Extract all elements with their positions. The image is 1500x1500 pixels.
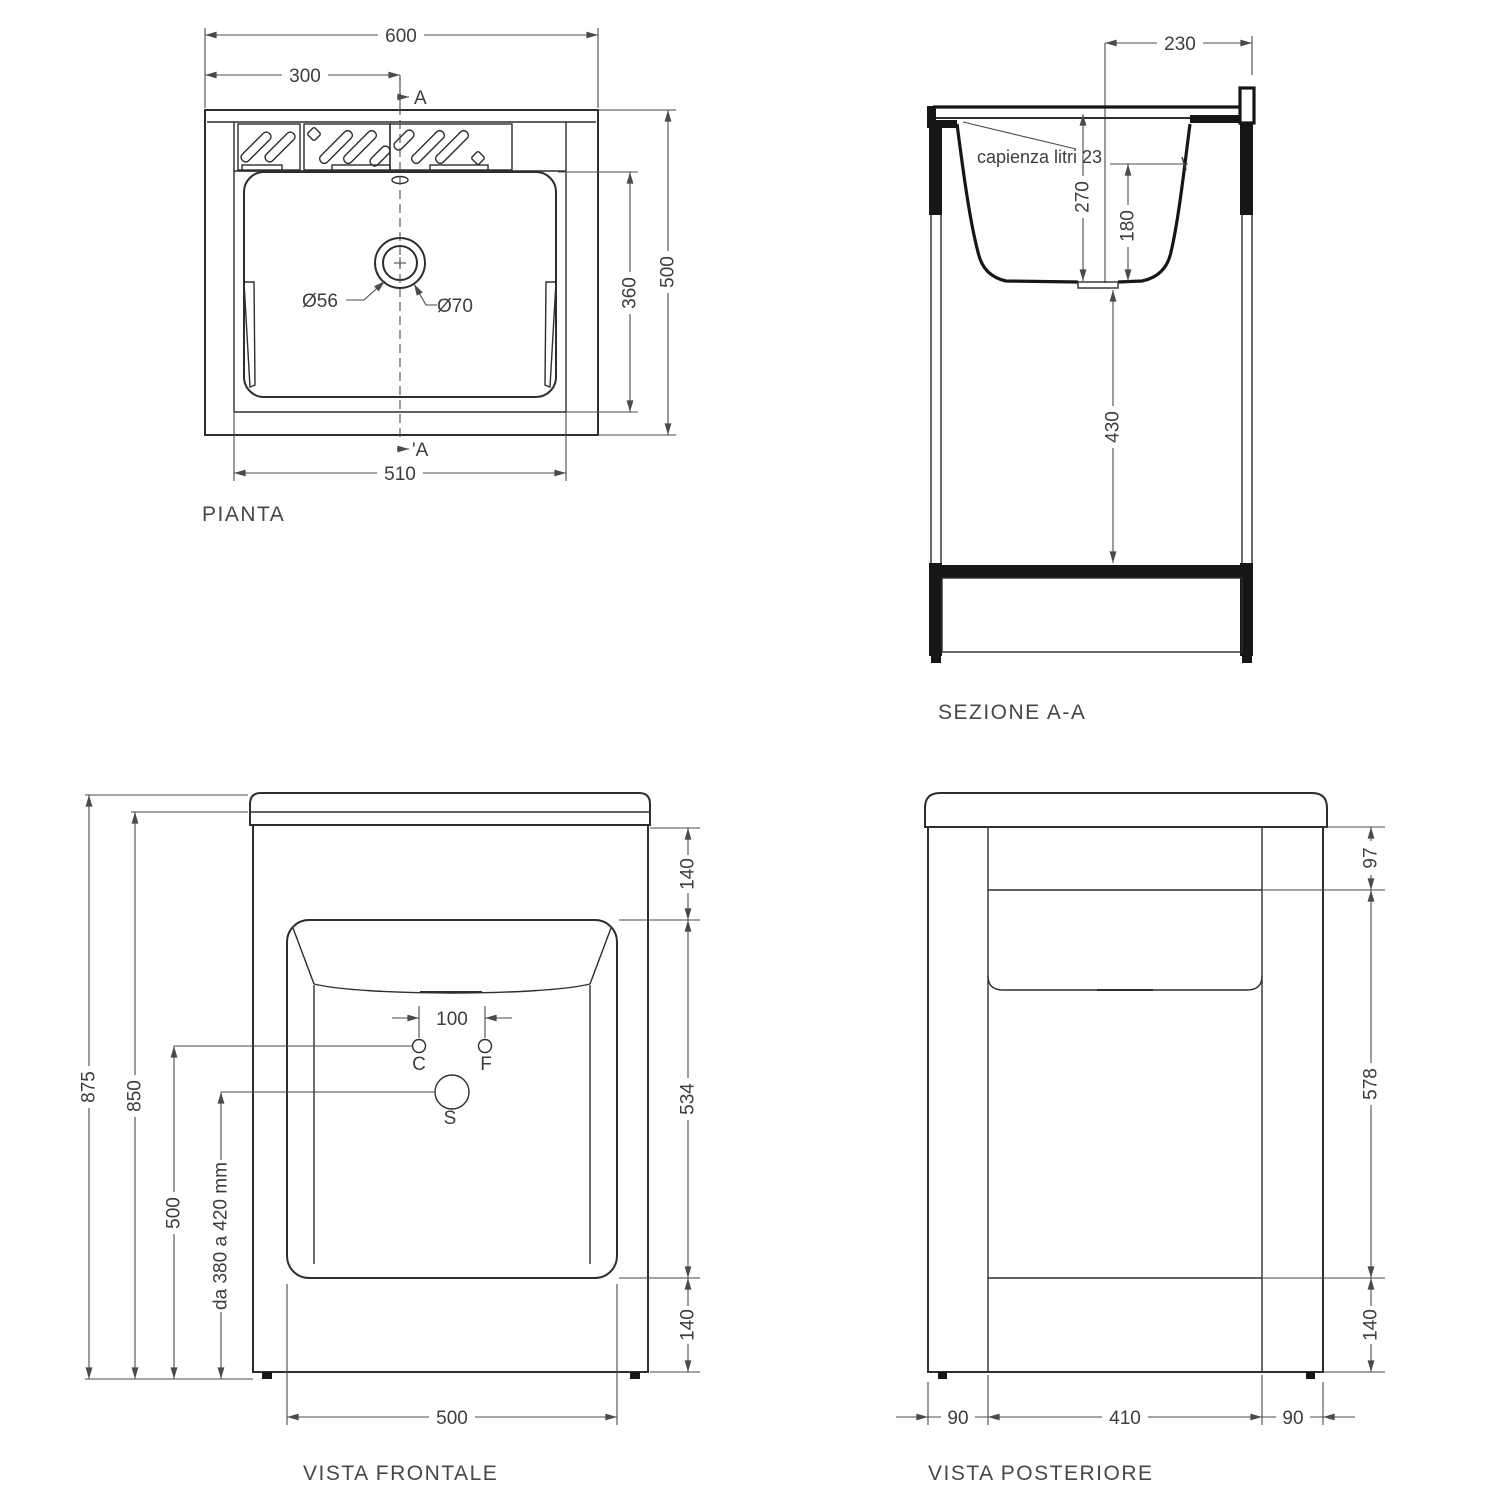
rear-cabinet-body — [927, 826, 1324, 1373]
front-bowl-slant-right — [589, 927, 612, 985]
dim-90-right: 90 — [1282, 1408, 1303, 1429]
dim-140-top: 140 — [678, 858, 699, 890]
dim-360: 360 — [620, 277, 641, 309]
section-left-leg-cut — [929, 127, 942, 215]
leader-drain-hole — [346, 280, 386, 301]
section-left-lip — [927, 106, 936, 128]
washboard-tab — [241, 164, 283, 172]
dim-500-width: 500 — [436, 1408, 468, 1429]
plan-right-clip — [544, 281, 557, 389]
section-bottom-rail — [942, 565, 1242, 578]
pianta-title: PIANTA — [202, 503, 285, 526]
section-drain — [1077, 281, 1119, 289]
dim-534: 534 — [678, 1083, 699, 1115]
rear-foot — [1306, 1372, 1315, 1379]
rear-foot — [938, 1372, 947, 1379]
posteriore-view: 97 578 140 90 410 90 VISTA POSTERIORE — [896, 792, 1385, 1485]
leader-capacity — [962, 121, 1077, 150]
front-hot-connection — [477, 1038, 493, 1054]
washboard-panel-frame — [389, 123, 513, 171]
dim-500-depth: 500 — [658, 256, 679, 288]
frontale-view: C F S 100 875 850 500 da 380 a 420 mm — [78, 792, 700, 1485]
section-basin-right-wall — [1117, 123, 1192, 284]
section-right-leg-cut — [1240, 123, 1253, 215]
dim-140-rear: 140 — [1361, 1309, 1382, 1341]
dim-drain-range: da 380 a 420 mm — [211, 1162, 232, 1310]
dim-510: 510 — [384, 464, 416, 485]
dim-410: 410 — [1109, 1408, 1141, 1429]
section-foot — [1242, 655, 1252, 663]
dim-drain-flange: Ø70 — [437, 296, 473, 317]
plan-cabinet-outline — [204, 109, 599, 436]
rear-counter — [924, 792, 1328, 828]
sezione-view: 230 capienza litri 23 270 — [927, 33, 1256, 724]
plan-left-clip — [243, 281, 256, 389]
dim-180: 180 — [1118, 210, 1139, 242]
dim-drain-hole: Ø56 — [302, 291, 338, 312]
front-counter — [249, 792, 651, 826]
dim-100: 100 — [436, 1009, 468, 1030]
front-bowl-slant-left — [292, 927, 315, 985]
dim-97: 97 — [1361, 847, 1382, 868]
dim-600: 600 — [385, 26, 417, 47]
dim-270: 270 — [1073, 181, 1094, 213]
washboard-panel-frame — [237, 123, 301, 171]
dim-578: 578 — [1361, 1068, 1382, 1100]
dim-90-left: 90 — [947, 1408, 968, 1429]
section-foot — [931, 655, 941, 663]
dim-300: 300 — [289, 66, 321, 87]
section-bottom-panel — [941, 577, 1243, 653]
section-basin-left-wall — [955, 123, 1079, 284]
dim-875: 875 — [79, 1071, 100, 1103]
posteriore-title: VISTA POSTERIORE — [928, 1462, 1154, 1485]
washboard-slats — [240, 127, 485, 167]
dim-230: 230 — [1164, 34, 1196, 55]
section-right-leg-cut — [1240, 563, 1253, 656]
section-label-top: A — [414, 88, 427, 109]
sezione-title: SEZIONE A-A — [938, 701, 1086, 724]
section-left-lip — [927, 120, 957, 128]
capacity-note: capienza litri 23 — [977, 147, 1102, 167]
label-cold: C — [412, 1054, 426, 1075]
front-cold-connection — [411, 1038, 427, 1054]
front-foot — [630, 1372, 640, 1379]
section-label-bottom: 'A — [412, 440, 429, 461]
front-basin-opening — [286, 919, 618, 1279]
leader-drain-flange — [413, 283, 437, 306]
section-right-rim — [1190, 115, 1240, 123]
plan-washboard-panels — [237, 123, 513, 172]
section-left-leg-cut — [929, 563, 942, 656]
dim-430: 430 — [1103, 411, 1124, 443]
dim-850: 850 — [125, 1080, 146, 1112]
front-foot — [262, 1372, 272, 1379]
pianta-view: A 'A 600 300 510 500 360 Ø56 Ø70 PIANTA — [202, 25, 679, 526]
frontale-title: VISTA FRONTALE — [303, 1462, 498, 1485]
dim-500-tap: 500 — [164, 1197, 185, 1229]
front-cabinet-body — [252, 824, 649, 1373]
dim-140-bottom: 140 — [678, 1309, 699, 1341]
label-hot: F — [480, 1054, 492, 1075]
label-drain: S — [444, 1108, 457, 1129]
